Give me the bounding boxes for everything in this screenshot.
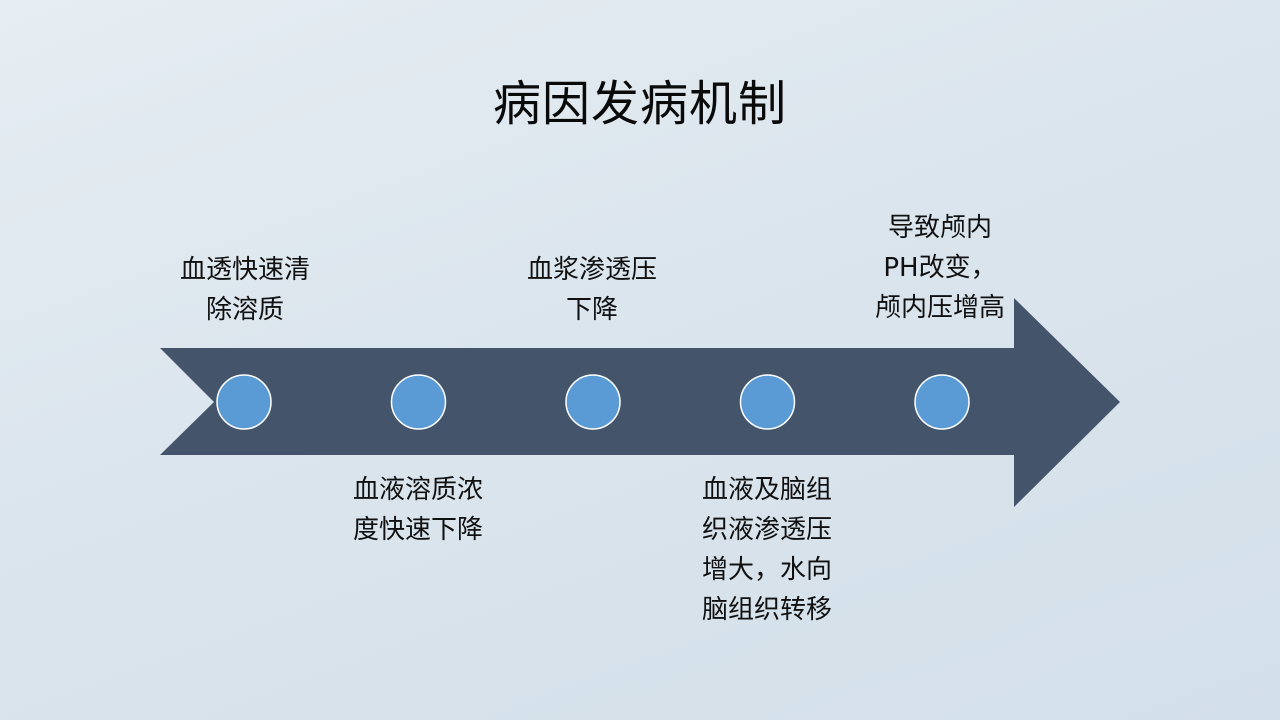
step-label-3: 血浆渗透压 下降 <box>510 250 674 330</box>
slide-title: 病因发病机制 <box>492 76 787 132</box>
step-label-line: 导致颅内 <box>887 213 992 243</box>
timeline-node-3 <box>565 374 621 430</box>
timeline-nodes <box>216 374 970 430</box>
step-label-line: 织液渗透压 <box>701 515 832 545</box>
step-label-line: 脑组织转移 <box>701 595 832 625</box>
step-label-line: 下降 <box>565 295 618 325</box>
step-label-line: 血透快速清 <box>179 255 310 285</box>
timeline-node-1 <box>216 374 272 430</box>
step-label-line: 增大，水向 <box>701 555 832 585</box>
step-label-1: 血透快速清 除溶质 <box>163 250 327 330</box>
step-label-line: 血液溶质浓 <box>352 475 483 505</box>
step-label-line: 除溶质 <box>205 295 284 325</box>
step-label-line: PH改变， <box>883 253 997 283</box>
step-label-line: 度快速下降 <box>352 515 483 545</box>
timeline-node-5 <box>914 374 970 430</box>
timeline-node-4 <box>739 374 796 430</box>
step-label-5: 导致颅内 PH改变， 颅内压增高 <box>858 208 1022 328</box>
step-label-4: 血液及脑组 织液渗透压 增大，水向 脑组织转移 <box>685 470 849 630</box>
step-label-2: 血液溶质浓 度快速下降 <box>336 470 500 550</box>
timeline-arrow <box>160 298 1120 507</box>
step-label-line: 颅内压增高 <box>874 293 1005 323</box>
step-label-line: 血液及脑组 <box>701 475 832 505</box>
step-label-line: 血浆渗透压 <box>526 255 657 285</box>
timeline-node-2 <box>390 374 447 430</box>
